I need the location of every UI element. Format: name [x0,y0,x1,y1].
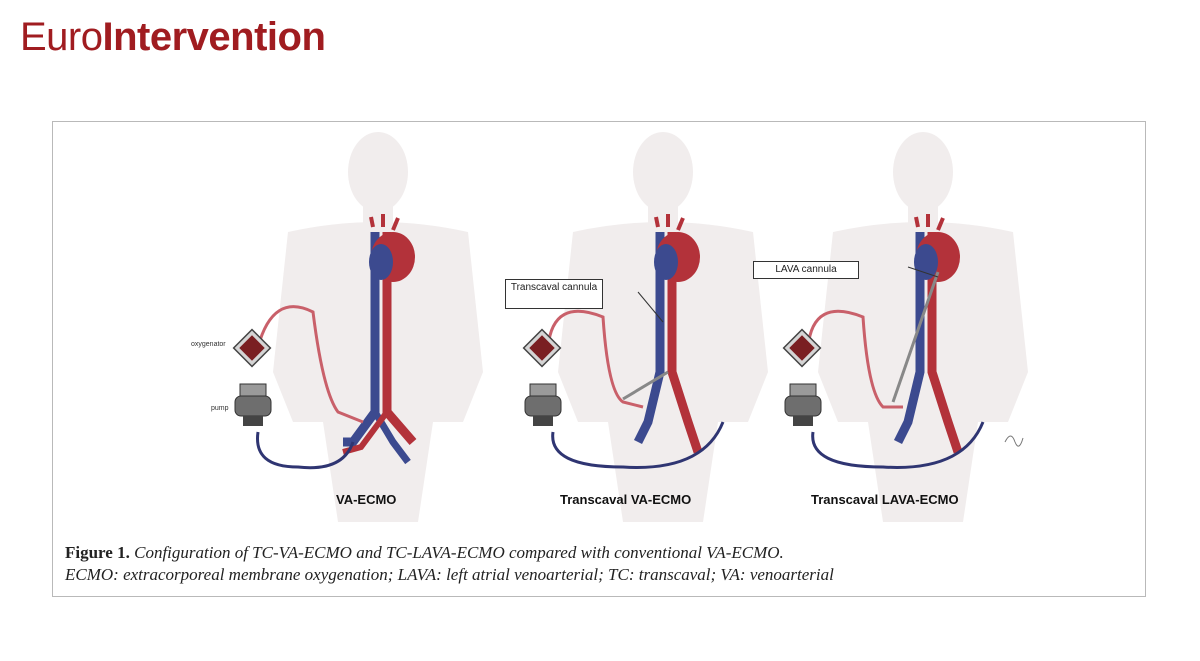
vessels [342,214,417,465]
figure-caption: Figure 1. Configuration of TC-VA-ECMO an… [65,542,1135,586]
panel-transcaval-lava-ecmo: LAVA cannula Transcaval LAVA-ECMO [733,122,1053,522]
panel-label-va-ecmo: VA-ECMO [336,492,397,507]
oxygenator-icon [522,328,562,368]
vessels [622,214,703,454]
pump-label: pump [211,405,229,412]
logo-text-intervention: Intervention [102,15,326,59]
figure-abbreviations: ECMO: extracorporeal membrane oxygenatio… [65,565,834,584]
oxygenator-icon [782,328,822,368]
tubing [546,309,725,469]
figure-number: Figure 1. [65,543,130,562]
panel-label-transcaval-lava-ecmo: Transcaval LAVA-ECMO [811,492,959,507]
va-ecmo-illustration [232,132,483,522]
tubing [806,309,985,469]
artist-signature-icon [1004,435,1024,447]
callout-leader [907,266,939,278]
figure-box: oxygenator pump VA-ECMO [52,121,1146,597]
pump-icon [524,383,562,426]
figure-title: Configuration of TC-VA-ECMO and TC-LAVA-… [134,543,784,562]
transcaval-lava-ecmo-illustration [782,132,1028,522]
oxygenator-label: oxygenator [191,341,226,348]
journal-logo: EuroIntervention [20,14,326,60]
vessels [891,214,963,454]
callout-transcaval-cannula: Transcaval cannula [505,279,603,309]
transcaval-va-ecmo-illustration [522,132,768,522]
tubing [256,305,364,470]
oxygenator-icon [232,328,272,368]
pump-icon [234,383,272,426]
logo-text-euro: Euro [20,15,103,59]
panel-va-ecmo: oxygenator pump VA-ECMO [191,122,503,522]
panel-transcaval-va-ecmo: Transcaval cannula Transcaval VA-ECMO [473,122,793,522]
pump-icon [784,383,822,426]
callout-leader [637,291,664,323]
callout-lava-cannula: LAVA cannula [753,261,859,279]
panel-label-transcaval-va-ecmo: Transcaval VA-ECMO [560,492,692,507]
